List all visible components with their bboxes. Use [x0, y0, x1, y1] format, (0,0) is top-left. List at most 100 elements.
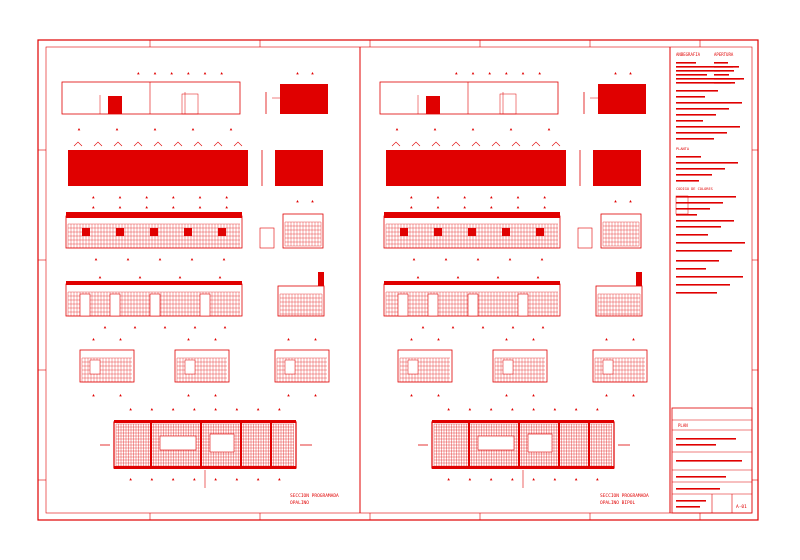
dimension-arrow [543, 206, 546, 209]
dimension-arrow [629, 72, 632, 75]
dimension-arrow [632, 394, 635, 397]
dimension-arrow [256, 478, 260, 481]
dimension-arrow [505, 394, 508, 397]
legend-text-line [676, 102, 742, 104]
dimension-arrow [296, 200, 299, 203]
legend-text-line [676, 156, 701, 158]
dimension-arrow [137, 72, 140, 75]
small-elevation [492, 338, 548, 397]
dimension-arrow [187, 394, 190, 397]
legend-text-line [714, 66, 739, 68]
dimension-arrow [436, 206, 440, 209]
legend-text-line [676, 260, 719, 262]
dimension-arrow [490, 196, 493, 199]
legend-text-line [676, 70, 720, 72]
dimension-arrow [547, 128, 551, 131]
small-elevation [592, 338, 648, 397]
dimension-arrow [456, 276, 460, 279]
title-block-text-line [676, 460, 742, 462]
legend-text-line [676, 276, 743, 278]
dimension-arrow [94, 258, 98, 261]
legend-text-line [676, 114, 716, 116]
dimension-arrow [287, 394, 290, 397]
section-solid [280, 84, 328, 114]
dimension-arrow [153, 72, 157, 75]
dimension-arrow [516, 196, 520, 199]
dimension-arrow [410, 206, 413, 209]
dimension-arrow [421, 326, 425, 329]
dimension-arrow [395, 128, 399, 131]
dimension-arrow [481, 326, 485, 329]
legend-text-line [676, 242, 745, 244]
dimension-arrow [214, 408, 217, 411]
elevation-gridded [383, 281, 561, 317]
dimension-arrow [511, 326, 515, 329]
elevation-solid [68, 150, 248, 186]
frame-ticks [38, 40, 758, 520]
dimension-arrow [218, 276, 222, 279]
dimension-arrow [629, 200, 632, 203]
ceiling-detail [431, 141, 441, 147]
dimension-arrow [538, 72, 541, 75]
legend-text-line [676, 208, 710, 210]
dimension-arrow [118, 206, 122, 209]
dimension-arrow [437, 338, 440, 341]
panel-caption-left-1: SECCION PROGRAMADA [290, 493, 339, 499]
dimension-arrow [436, 196, 440, 199]
dimension-arrow [574, 478, 578, 481]
dimension-arrow [311, 200, 314, 203]
legend-text-line [676, 120, 703, 122]
legend-text-line [676, 132, 727, 134]
dimension-arrow [153, 128, 157, 131]
dimension-arrow [145, 206, 148, 209]
dimension-arrow [532, 478, 535, 481]
dimension-arrow [632, 338, 635, 341]
dimension-arrow [150, 478, 154, 481]
legend-text-line [676, 268, 706, 270]
legend-text-line [676, 126, 740, 128]
elevation-outline [61, 81, 241, 115]
legend-text-line [676, 220, 734, 222]
dimension-arrow [198, 206, 202, 209]
legend-text-line [676, 62, 696, 64]
dimension-arrow [314, 338, 317, 341]
dimension-arrow [543, 196, 546, 199]
dimension-arrow [412, 258, 416, 261]
dimension-arrow [203, 72, 207, 75]
title-block: PLAN A-01 [671, 407, 753, 514]
dimension-arrow [278, 478, 281, 481]
dimension-arrow [508, 258, 512, 261]
legend-symbol [675, 195, 689, 215]
ceiling-detail [451, 141, 461, 147]
legend-heading-left: ANBEGRAFIA [676, 52, 701, 57]
dimension-arrow [471, 72, 475, 75]
panel-caption-right-1: SECCION PROGRAMADA [600, 493, 649, 499]
dimension-arrow [596, 478, 599, 481]
dimension-arrow [553, 408, 557, 411]
dimension-arrow [463, 206, 466, 209]
floor-plan [418, 408, 630, 488]
legend-text-line [714, 78, 740, 80]
dimension-arrow [225, 196, 228, 199]
ceiling-detail [213, 141, 223, 147]
dimension-arrow [145, 196, 148, 199]
dimension-arrow [256, 408, 260, 411]
dimension-arrow [191, 128, 195, 131]
dimension-arrow [103, 326, 107, 329]
dimension-arrow [496, 276, 500, 279]
dimension-arrow [170, 72, 173, 75]
legend-text-line [676, 202, 723, 204]
elevation-gridded [65, 212, 243, 249]
dimension-arrow [455, 72, 458, 75]
dimension-arrow [410, 338, 413, 341]
fixture-block [108, 96, 122, 114]
dimension-arrow [447, 408, 450, 411]
dimension-arrow [509, 128, 513, 131]
dimension-arrow [532, 394, 535, 397]
ceiling-detail [491, 141, 501, 147]
legend-text-line [676, 108, 729, 110]
ceiling-detail [193, 141, 203, 147]
dimension-arrow [198, 196, 202, 199]
dimension-arrow [471, 128, 475, 131]
title-block-text-line [676, 476, 726, 478]
